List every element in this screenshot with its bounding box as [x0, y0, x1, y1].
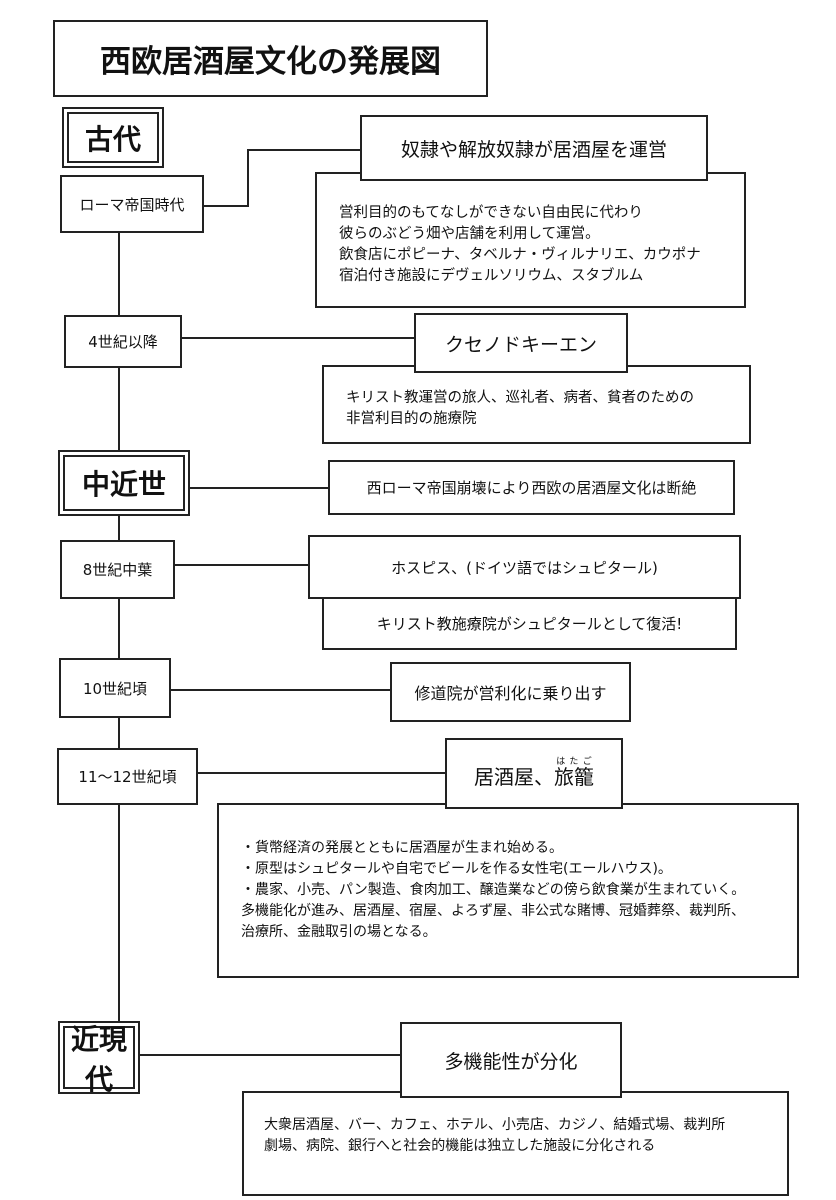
c4-headline: クセノドキーエン: [444, 333, 597, 356]
ruby-text: はたご: [554, 757, 594, 767]
c4-desc-line: キリスト教運営の旅人、巡礼者、病者、貧者のための: [346, 389, 694, 406]
connector-roman-2: [247, 149, 249, 207]
medieval-headline: 西ローマ帝国崩壊により西欧の居酒屋文化は断絶: [366, 479, 697, 497]
connector-roman-3: [247, 149, 362, 151]
roman-desc-line: 宿泊付き施設にデヴェルソリウム、スタブルム: [339, 268, 644, 284]
era-ancient-label: 古代: [84, 122, 141, 156]
period-c11-label: 11〜12世紀頃: [78, 768, 177, 786]
connector-roman-1: [203, 205, 249, 207]
roman-headline-box: 奴隷や解放奴隷が居酒屋を運営: [360, 115, 708, 181]
c11-description-box: ・貨幣経済の発展とともに居酒屋が生まれ始める。 ・原型はシュピタールや自宅でビー…: [217, 803, 799, 978]
c11-headline-ruby: 旅籠はたご: [554, 757, 594, 789]
c10-headline-box: 修道院が営利化に乗り出す: [390, 662, 631, 722]
era-medieval-label: 中近世: [81, 468, 166, 501]
c10-headline: 修道院が営利化に乗り出す: [414, 684, 607, 703]
c8-headline-box: ホスピス、(ドイツ語ではシュピタール): [308, 535, 741, 599]
period-11-12th-century: 11〜12世紀頃: [57, 748, 198, 805]
modern-headline: 多機能性が分化: [444, 1050, 578, 1073]
roman-headline: 奴隷や解放奴隷が居酒屋を運営: [400, 138, 667, 161]
era-medieval: 中近世: [58, 450, 190, 516]
modern-desc-line: 劇場、病院、銀行へと社会的機能は独立した施設に分化される: [264, 1137, 656, 1154]
period-c10-label: 10世紀頃: [82, 679, 148, 698]
medieval-headline-box: 西ローマ帝国崩壊により西欧の居酒屋文化は断絶: [328, 460, 735, 515]
roman-desc-line: 営利目的のもてなしができない自由民に代わり: [339, 205, 643, 221]
c11-desc-line: 治療所、金融取引の場となる。: [241, 924, 437, 940]
diagram-title: 西欧居酒屋文化の発展図: [53, 20, 488, 97]
c11-headline-prefix: 居酒屋、: [474, 765, 554, 789]
connector-medieval: [189, 487, 330, 489]
timeline-spine: [118, 230, 120, 1025]
connector-c10: [170, 689, 392, 691]
c11-headline-box: 居酒屋、旅籠はたご: [445, 738, 623, 809]
title-text: 西欧居酒屋文化の発展図: [100, 44, 441, 80]
modern-desc-line: 大衆居酒屋、バー、カフェ、ホテル、小売店、カジノ、結婚式場、裁判所: [264, 1116, 726, 1133]
c8-sub: キリスト教施療院がシュピタールとして復活!: [376, 614, 683, 633]
c4-desc-line: 非営利目的の施療院: [346, 410, 477, 427]
period-c8-label: 8世紀中葉: [82, 561, 153, 579]
c11-headline: 居酒屋、旅籠はたご: [474, 757, 594, 790]
c11-desc-line: ・原型はシュピタールや自宅でビールを作る女性宅(エールハウス)。: [241, 861, 672, 877]
connector-c4: [181, 337, 416, 339]
c4-headline-box: クセノドキーエン: [414, 313, 628, 373]
c11-desc-line: ・貨幣経済の発展とともに居酒屋が生まれ始める。: [241, 840, 563, 856]
c8-sub-box: キリスト教施療院がシュピタールとして復活!: [322, 596, 737, 650]
connector-modern: [139, 1054, 402, 1056]
c8-headline: ホスピス、(ドイツ語ではシュピタール): [391, 558, 658, 577]
c4-description-box: キリスト教運営の旅人、巡礼者、病者、貧者のための 非営利目的の施療院: [322, 365, 751, 444]
c11-desc-line: ・農家、小売、パン製造、食肉加工、醸造業などの傍ら飲食業が生まれていく。: [241, 882, 746, 898]
roman-desc-line: 飲食店にポピーナ、タベルナ・ヴィルナリエ、カウポナ: [339, 247, 701, 263]
era-ancient: 古代: [62, 107, 164, 168]
modern-headline-box: 多機能性が分化: [400, 1022, 622, 1098]
c11-desc-line: 多機能化が進み、居酒屋、宿屋、よろず屋、非公式な賭博、冠婚葬祭、裁判所、: [241, 903, 745, 919]
connector-c11: [197, 772, 447, 774]
connector-c8: [174, 564, 310, 566]
ruby-base: 旅籠: [554, 765, 594, 789]
modern-description-box: 大衆居酒屋、バー、カフェ、ホテル、小売店、カジノ、結婚式場、裁判所 劇場、病院、…: [242, 1091, 789, 1196]
period-8th-century: 8世紀中葉: [60, 540, 175, 599]
period-roman-empire: ローマ帝国時代: [60, 175, 204, 233]
roman-description-box: 営利目的のもてなしができない自由民に代わり 彼らのぶどう畑や店舗を利用して運営。…: [315, 172, 746, 308]
era-modern: 近現代: [58, 1021, 140, 1096]
period-c4-label: 4世紀以降: [88, 333, 158, 351]
roman-desc-line: 彼らのぶどう畑や店舗を利用して運営。: [339, 226, 600, 242]
period-10th-century: 10世紀頃: [59, 658, 171, 718]
period-roman-label: ローマ帝国時代: [79, 195, 185, 214]
era-modern-label: 近現代: [70, 1022, 127, 1096]
period-4th-century: 4世紀以降: [64, 315, 182, 368]
